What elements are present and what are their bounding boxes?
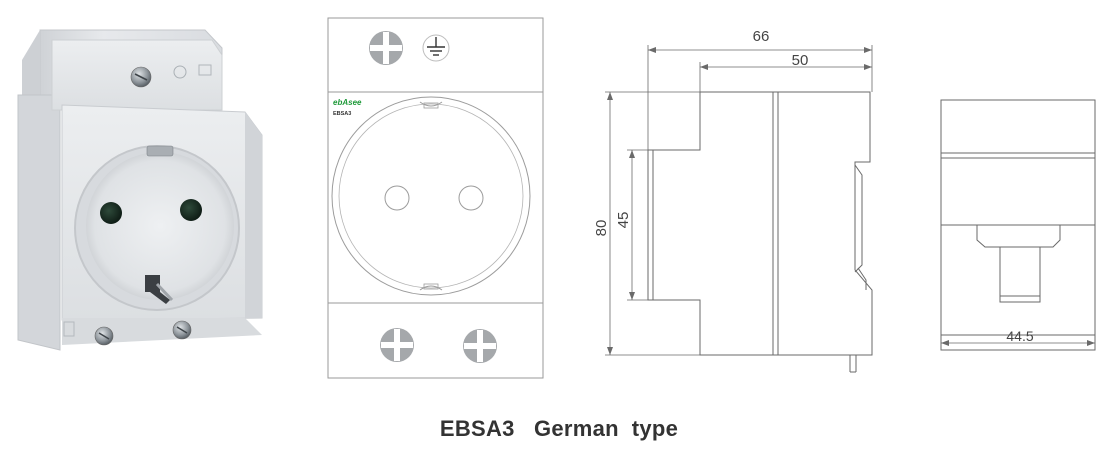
pin-hole-left-icon bbox=[384, 185, 410, 211]
top-screw-icon bbox=[369, 31, 403, 65]
pin-hole-right-icon bbox=[458, 185, 484, 211]
dim-width-label: 44.5 bbox=[1006, 328, 1033, 344]
dim-height-label: 80 bbox=[593, 220, 610, 237]
socket-outer-ring bbox=[331, 96, 531, 296]
bottom-left-screw-icon bbox=[380, 328, 414, 362]
ground-icon bbox=[422, 34, 450, 62]
brand-logo: ebAsee bbox=[333, 98, 362, 107]
socket-inner-ring bbox=[338, 103, 524, 289]
socket-pin-hole-left bbox=[100, 202, 122, 224]
bottom-right-screw-icon bbox=[463, 329, 497, 363]
model-label: EBSA3 bbox=[333, 111, 351, 117]
dim-total-depth-label: 66 bbox=[753, 28, 770, 45]
figure-caption: EBSA3 German type bbox=[439, 416, 679, 441]
ground-symbol-icon bbox=[173, 65, 187, 79]
dim-front-height-label: 45 bbox=[615, 212, 632, 229]
dim-body-depth-label: 50 bbox=[792, 52, 809, 69]
socket-pin-hole-right bbox=[180, 199, 202, 221]
